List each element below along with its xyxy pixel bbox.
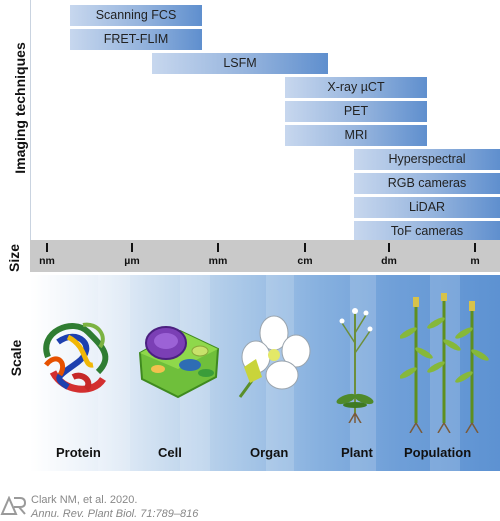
technique-label: X-ray µCT [327, 80, 385, 94]
technique-bar-xray-uct: X-ray µCT [285, 76, 427, 98]
tick-label-um: µm [124, 255, 140, 267]
scale-label: Scale [8, 339, 24, 377]
technique-bar-mri: MRI [285, 124, 427, 146]
technique-label: RGB cameras [387, 176, 467, 190]
technique-bar-lidar: LiDAR [354, 196, 500, 218]
cell-illustration [138, 326, 220, 399]
scale-level-cell: Cell [158, 445, 182, 460]
technique-bar-lsfm: LSFM [152, 52, 328, 74]
technique-label: ToF cameras [390, 224, 464, 238]
technique-label: Hyperspectral [388, 152, 466, 166]
technique-bar-scanning-fcs: Scanning FCS [70, 4, 202, 26]
scale-level-organ: Organ [250, 445, 289, 460]
tick-label-dm: dm [381, 255, 397, 267]
tick-mark [131, 243, 133, 252]
tick-label-m: m [470, 255, 480, 267]
imaging-techniques-label: Imaging techniques [12, 42, 28, 174]
tick-mark [474, 243, 476, 252]
technique-bar-tof-cameras: ToF cameras [354, 220, 500, 242]
scale-panel: Protein Cell Organ Plant Population [30, 275, 500, 471]
tick-mark [304, 243, 306, 252]
annual-reviews-logo-icon [0, 496, 26, 515]
plant-illustration [336, 308, 374, 423]
scale-level-plant: Plant [341, 445, 373, 460]
technique-label: FRET-FLIM [103, 32, 169, 46]
technique-bar-rgb-cameras: RGB cameras [354, 172, 500, 194]
tick-label-cm: cm [297, 255, 313, 267]
technique-label: Scanning FCS [95, 8, 177, 22]
technique-bar-fret-flim: FRET-FLIM [70, 28, 202, 50]
size-label: Size [6, 244, 22, 273]
scale-level-population: Population [404, 445, 472, 460]
tick-label-nm: nm [39, 255, 55, 267]
tick-label-mm: mm [208, 255, 228, 267]
technique-label: MRI [344, 128, 368, 142]
citation-authors: Clark NM, et al. 2020. [31, 494, 138, 506]
protein-illustration [43, 322, 109, 393]
technique-bar-hyperspectral: Hyperspectral [354, 148, 500, 170]
population-illustration [400, 293, 489, 433]
tick-mark [217, 243, 219, 252]
tick-mark [46, 243, 48, 252]
scale-level-protein: Protein [56, 445, 101, 460]
technique-label: PET [343, 104, 369, 118]
organ-flower-illustration [238, 315, 311, 398]
technique-bar-pet: PET [285, 100, 427, 122]
tick-mark [388, 243, 390, 252]
citation-journal: Annu. Rev. Plant Biol. 71:789–816 [31, 508, 199, 520]
size-ruler: nm µm mm cm dm m [30, 240, 500, 272]
technique-label: LiDAR [408, 200, 446, 214]
technique-label: LSFM [223, 56, 257, 70]
imaging-techniques-panel [30, 0, 500, 240]
